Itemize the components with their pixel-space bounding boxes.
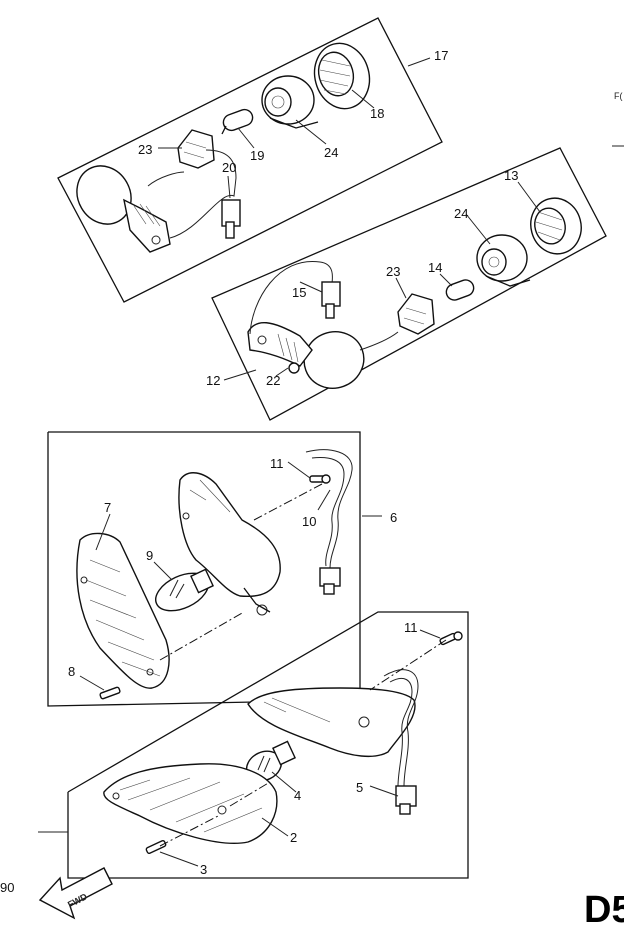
part-5-harness-lower: [383, 669, 419, 815]
part-14-bulb-lower: [445, 279, 475, 301]
callout-22: 22: [266, 373, 280, 388]
callout-11: 11: [404, 620, 418, 635]
callout-13: 13: [504, 168, 518, 183]
callout-4: 4: [294, 788, 301, 803]
part-11-screw-lower: [439, 631, 463, 646]
assembly-17-frame: [57, 17, 443, 303]
callout-24: 24: [454, 206, 468, 221]
callout-15: 15: [292, 285, 306, 300]
alignment-line-6a: [253, 483, 323, 521]
part-7-lens-front: [76, 532, 170, 689]
callout-17: 17: [434, 48, 448, 63]
assembly-12-frame: [211, 147, 607, 421]
callout-19: 19: [250, 148, 264, 163]
assembly-lower-frame: [67, 611, 469, 879]
callout-3: 3: [200, 862, 207, 877]
housing-front: [178, 472, 281, 616]
callout-18: 18: [370, 106, 384, 121]
part-24-lamp-housing-lower: [476, 234, 531, 287]
part-2-lens-lower: [103, 763, 278, 844]
page-code: D5: [584, 889, 624, 929]
lamp-body-upper: [76, 165, 171, 253]
callout-2: 2: [290, 830, 297, 845]
callout-24: 24: [324, 145, 338, 160]
callout-14: 14: [428, 260, 442, 275]
part-20-wire-upper: [147, 149, 241, 239]
callout-20: 20: [222, 160, 236, 175]
callout-8: 8: [68, 664, 75, 679]
fwd-arrow: [38, 867, 113, 920]
top-right-fragment: F(: [614, 91, 623, 101]
leader-lines: [38, 57, 541, 867]
housing-lower: [247, 687, 416, 758]
callout-23: 23: [138, 142, 152, 157]
left-edge-text: 90: [0, 880, 14, 895]
part-3-screw: [145, 840, 167, 854]
alignment-line-lower-b: [159, 781, 271, 847]
part-15-wire-lower: [249, 261, 399, 351]
part-24-lamp-housing-upper: [261, 75, 319, 129]
part-23-socket-lower: [397, 293, 435, 335]
part-23-socket-upper: [177, 129, 215, 169]
part-9-bulb-front: [155, 568, 214, 612]
part-22-screw: [288, 362, 300, 374]
callout-10: 10: [302, 514, 316, 529]
part-8-screw: [99, 686, 121, 700]
part-19-bulb-upper: [221, 108, 254, 135]
alignment-line-6b: [159, 611, 245, 661]
callout-6: 6: [390, 510, 397, 525]
part-13-lens-cap: [530, 197, 582, 255]
callout-12: 12: [206, 373, 220, 388]
callout-7: 7: [104, 500, 111, 515]
lamp-body-lower: [247, 321, 365, 389]
callout-23: 23: [386, 264, 400, 279]
callout-11: 11: [270, 456, 284, 471]
part-11-screw-upper: [309, 474, 331, 484]
callout-5: 5: [356, 780, 363, 795]
alignment-line-lower-a: [369, 639, 447, 691]
part-10-harness-front: [305, 449, 353, 595]
part-18-lens-cap: [313, 42, 371, 110]
callout-9: 9: [146, 548, 153, 563]
